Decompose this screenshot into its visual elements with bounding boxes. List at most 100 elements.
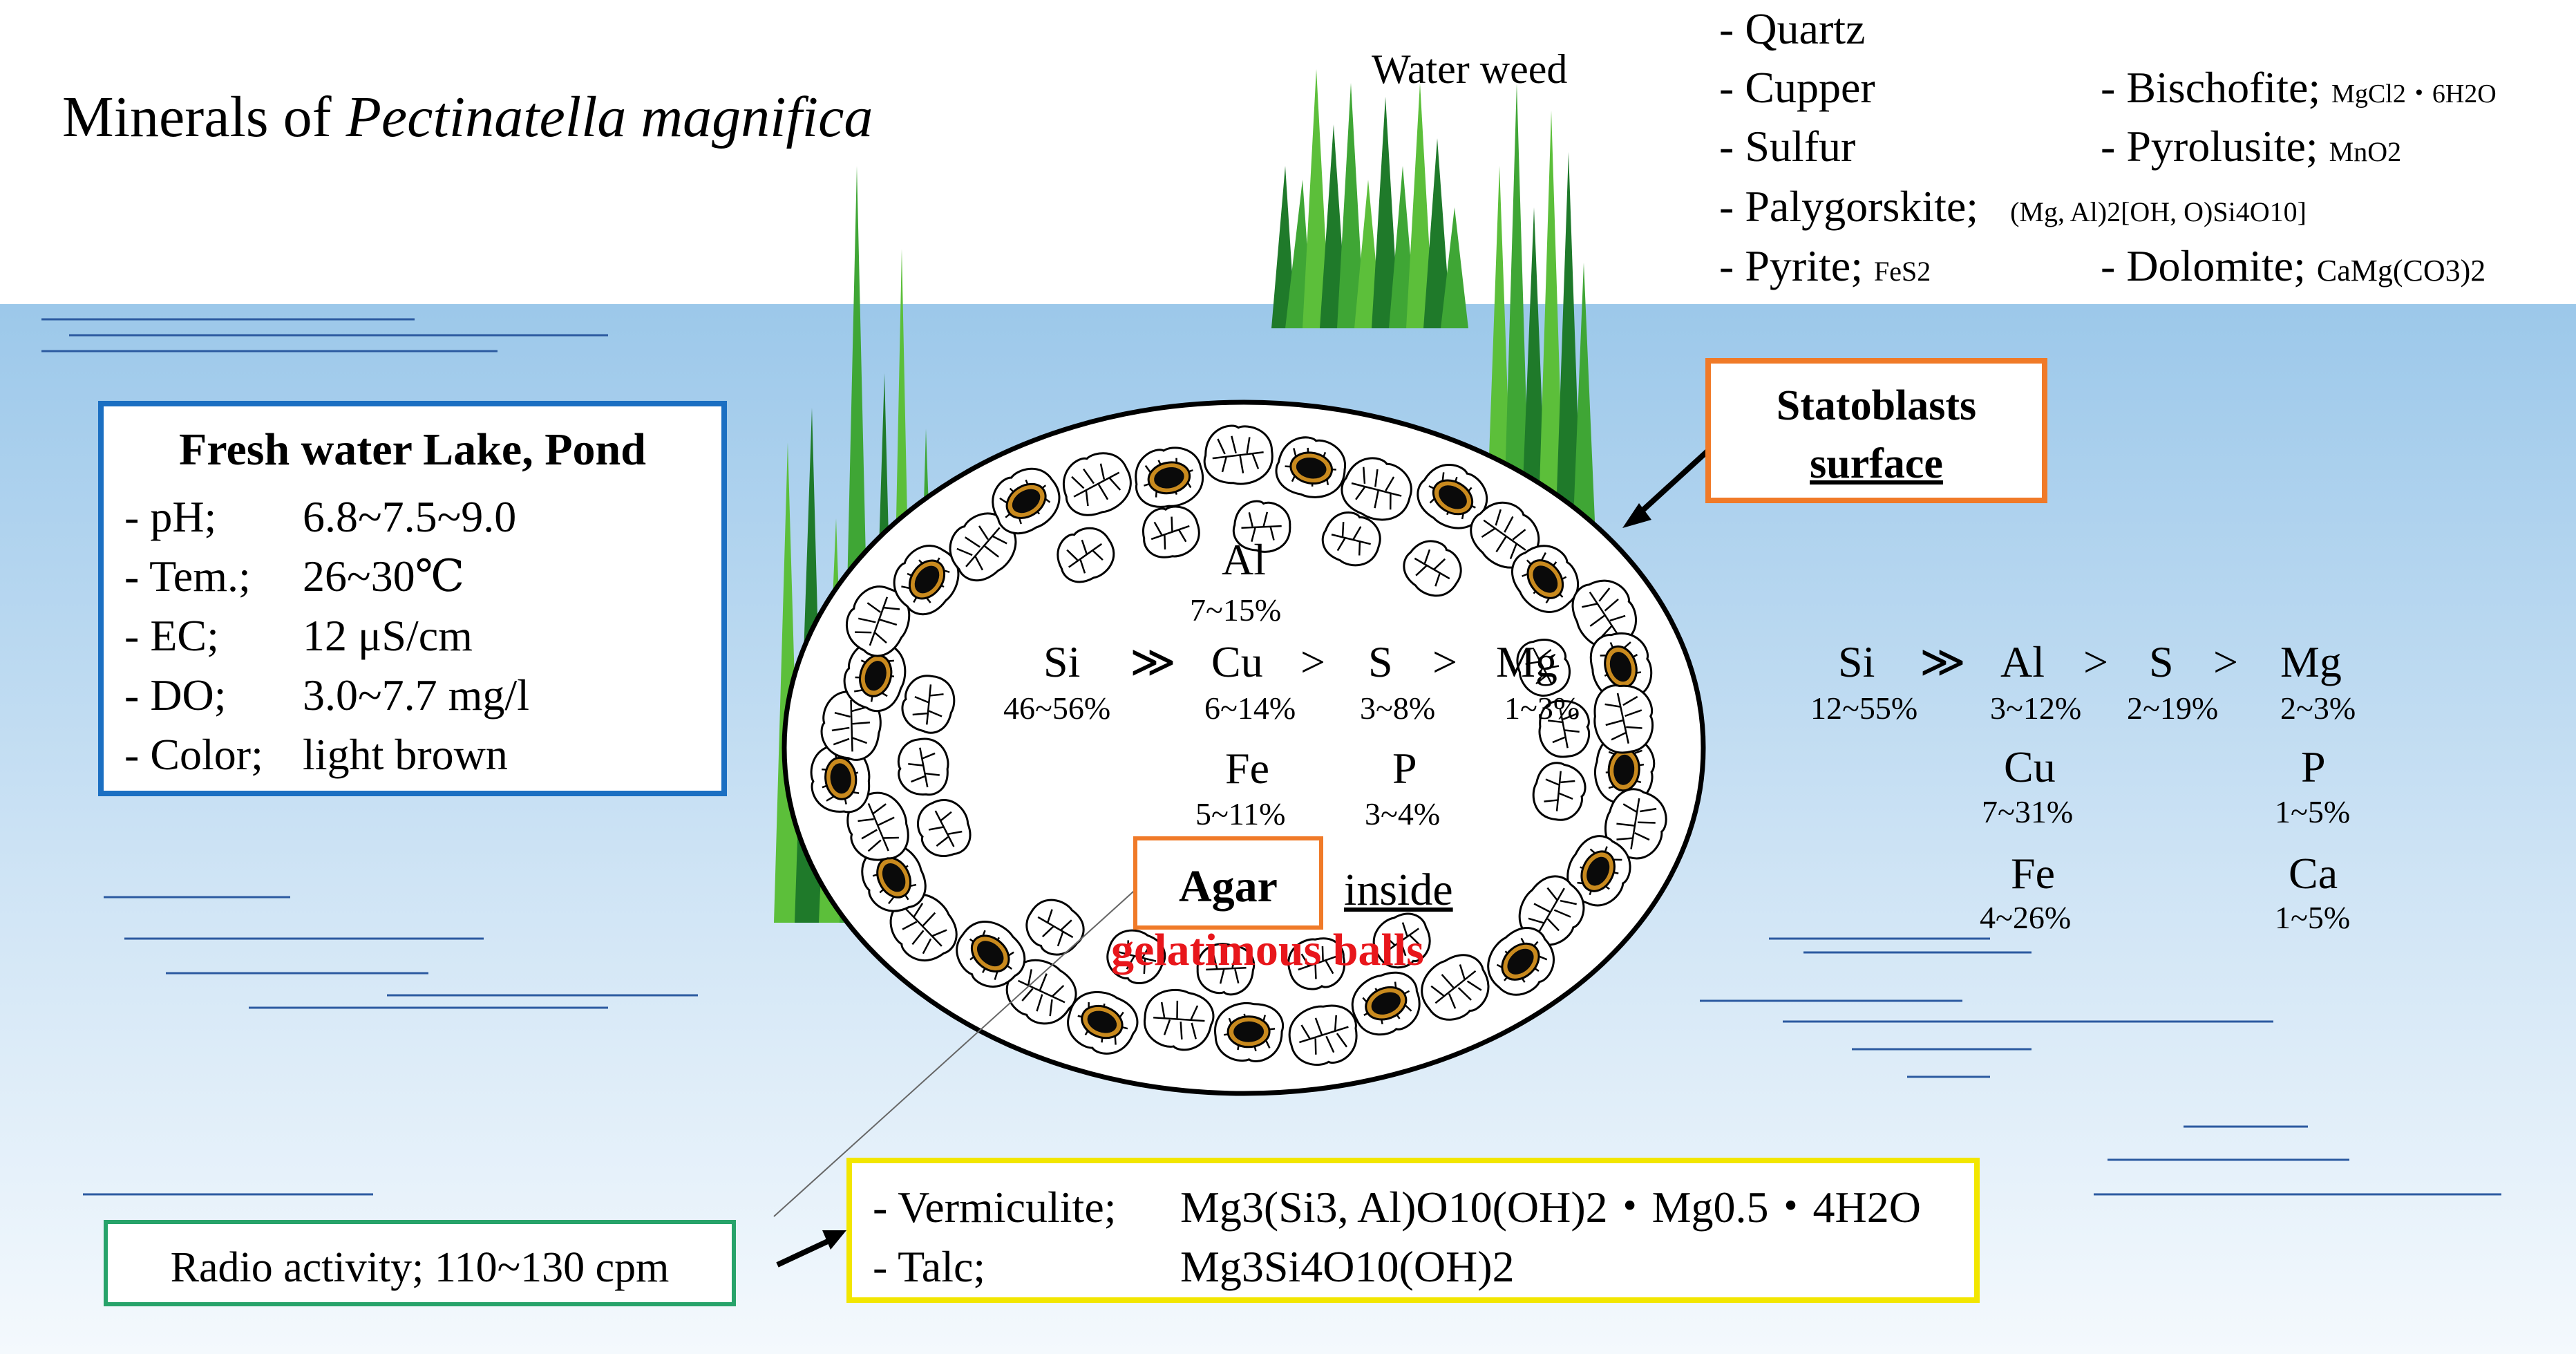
inside-si: Si bbox=[1043, 637, 1081, 686]
mineral-pyrolusite: - Pyrolusite; MnO2 bbox=[2101, 124, 2401, 169]
statoblast bbox=[893, 545, 960, 616]
statoblast bbox=[1487, 927, 1555, 996]
inside-op-gt: > bbox=[1432, 637, 1458, 686]
bischofite-formula: MgCl2・6H2O bbox=[2331, 79, 2497, 109]
surface-ca-pct: 1~5% bbox=[2275, 900, 2351, 935]
statoblast bbox=[1417, 464, 1488, 529]
surface-mg-pct: 2~3% bbox=[2280, 690, 2356, 726]
habitat-heading: Fresh water Lake, Pond bbox=[179, 424, 646, 475]
title-species: Pectinatella magnifica bbox=[345, 85, 873, 149]
habitat-row-label: - EC; bbox=[124, 611, 219, 660]
mineral-pyrite: - Pyrite; FeS2 bbox=[1719, 244, 1931, 288]
statoblast-ring bbox=[810, 424, 1667, 1066]
surface-mg: Mg bbox=[2280, 637, 2342, 686]
inside-op-gt: > bbox=[1300, 637, 1326, 686]
statoblast bbox=[1516, 639, 1571, 697]
statoblast-arrow-line bbox=[1636, 440, 1719, 517]
statoblast bbox=[1275, 436, 1346, 498]
statoblast bbox=[846, 791, 909, 861]
inside-op-much: ≫ bbox=[1130, 637, 1176, 686]
dolomite-label: - Dolomite; bbox=[2101, 241, 2306, 290]
inside-s: S bbox=[1368, 637, 1393, 686]
inside-si-pct: 46~56% bbox=[1003, 690, 1111, 726]
statoblast bbox=[1214, 1002, 1284, 1062]
statoblast bbox=[1518, 875, 1585, 946]
statoblast-arrowhead bbox=[1622, 503, 1651, 528]
statoblast bbox=[1196, 943, 1256, 996]
statoblast bbox=[901, 675, 956, 734]
habitat-row-value: 12 μS/cm bbox=[303, 611, 473, 660]
inside-fe: Fe bbox=[1225, 744, 1269, 793]
statoblast bbox=[843, 641, 907, 713]
statoblast bbox=[1062, 452, 1132, 516]
agar-label: Agar bbox=[1179, 861, 1278, 912]
mineral-sulfur: - Sulfur bbox=[1719, 122, 1856, 171]
water-weed-top bbox=[1271, 69, 1468, 328]
talc-label: - Talc; bbox=[873, 1242, 986, 1291]
surface-cu-pct: 7~31% bbox=[1982, 794, 2074, 829]
statoblast bbox=[1203, 424, 1273, 485]
pyrite-label: - Pyrite; bbox=[1719, 241, 1863, 290]
statoblast bbox=[1144, 988, 1215, 1051]
statoblast bbox=[1067, 990, 1139, 1055]
inside-s-pct: 3~8% bbox=[1360, 690, 1436, 726]
surface-fe-pct: 4~26% bbox=[1980, 900, 2072, 935]
surface-s-pct: 2~19% bbox=[2127, 690, 2219, 726]
statoblast bbox=[1594, 734, 1656, 805]
surface-si: Si bbox=[1838, 637, 1875, 686]
inside-p: P bbox=[1392, 744, 1417, 793]
statoblast bbox=[992, 467, 1061, 535]
palygorskite-label: - Palygorskite; bbox=[1719, 182, 1979, 231]
inside-fe-pct: 5~11% bbox=[1195, 796, 1286, 831]
statoblast bbox=[1566, 835, 1631, 907]
statoblast bbox=[1589, 632, 1653, 702]
mineral-quartz: - Quartz bbox=[1719, 4, 1866, 53]
water-weed-label: Water weed bbox=[1372, 46, 1568, 92]
title-prefix: Minerals of bbox=[62, 85, 346, 149]
mineral-dolomite: - Dolomite; CaMg(CO3)2 bbox=[2101, 244, 2485, 288]
statoblast bbox=[846, 585, 911, 657]
dolomite-formula: CaMg(CO3)2 bbox=[2316, 254, 2486, 288]
statoblast bbox=[1057, 527, 1115, 583]
statoblast bbox=[1604, 788, 1667, 860]
inside-al-pct: 7~15% bbox=[1190, 592, 1282, 628]
surface-op-gt: > bbox=[2083, 637, 2109, 686]
surface-al-pct: 3~12% bbox=[1990, 690, 2082, 726]
inside-mg-pct: 1~3% bbox=[1504, 690, 1580, 726]
talc-formula: Mg3Si4O10(OH)2 bbox=[1180, 1242, 1515, 1291]
statoblasts-title: Statoblasts bbox=[1776, 382, 1977, 429]
inside-mg: Mg bbox=[1496, 637, 1557, 686]
surface-fe: Fe bbox=[2011, 849, 2055, 898]
gelatinous-ball bbox=[782, 399, 1706, 1096]
habitat-row-label: - pH; bbox=[124, 492, 217, 541]
statoblasts-box: Statoblasts surface bbox=[1705, 358, 2047, 503]
habitat-row-label: - Color; bbox=[124, 730, 263, 779]
radio-arrow-line bbox=[776, 1238, 831, 1268]
radio-activity-text: Radio activity; 110~130 cpm bbox=[170, 1244, 670, 1291]
surface-op-much: ≫ bbox=[1920, 637, 1966, 686]
agar-inside-label: inside bbox=[1344, 865, 1453, 915]
radio-arrowhead bbox=[822, 1230, 846, 1250]
statoblast bbox=[1321, 511, 1381, 567]
statoblast bbox=[1351, 971, 1421, 1036]
statoblast bbox=[917, 799, 972, 857]
surface-cu: Cu bbox=[2004, 742, 2056, 791]
pyrolusite-formula: MnO2 bbox=[2329, 136, 2402, 167]
statoblast bbox=[1403, 540, 1462, 597]
surface-p: P bbox=[2301, 742, 2326, 791]
habitat-row-value: 26~30℃ bbox=[303, 552, 465, 601]
inside-p-pct: 3~4% bbox=[1365, 796, 1441, 831]
pyrite-formula: FeS2 bbox=[1873, 256, 1931, 287]
inside-cu-pct: 6~14% bbox=[1204, 690, 1296, 726]
statoblast bbox=[1341, 457, 1412, 521]
palygorskite-formula: (Mg, Al)2[OH, O)Si4O10] bbox=[2010, 196, 2307, 227]
statoblast bbox=[956, 921, 1026, 988]
statoblast bbox=[1511, 545, 1580, 613]
statoblast bbox=[1470, 501, 1540, 569]
surface-s: S bbox=[2149, 637, 2174, 686]
bischofite-label: - Bischofite; bbox=[2101, 63, 2321, 112]
habitat-row-label: - DO; bbox=[124, 670, 227, 720]
vermiculite-label: - Vermiculite; bbox=[873, 1183, 1117, 1232]
statoblast bbox=[1532, 762, 1587, 821]
